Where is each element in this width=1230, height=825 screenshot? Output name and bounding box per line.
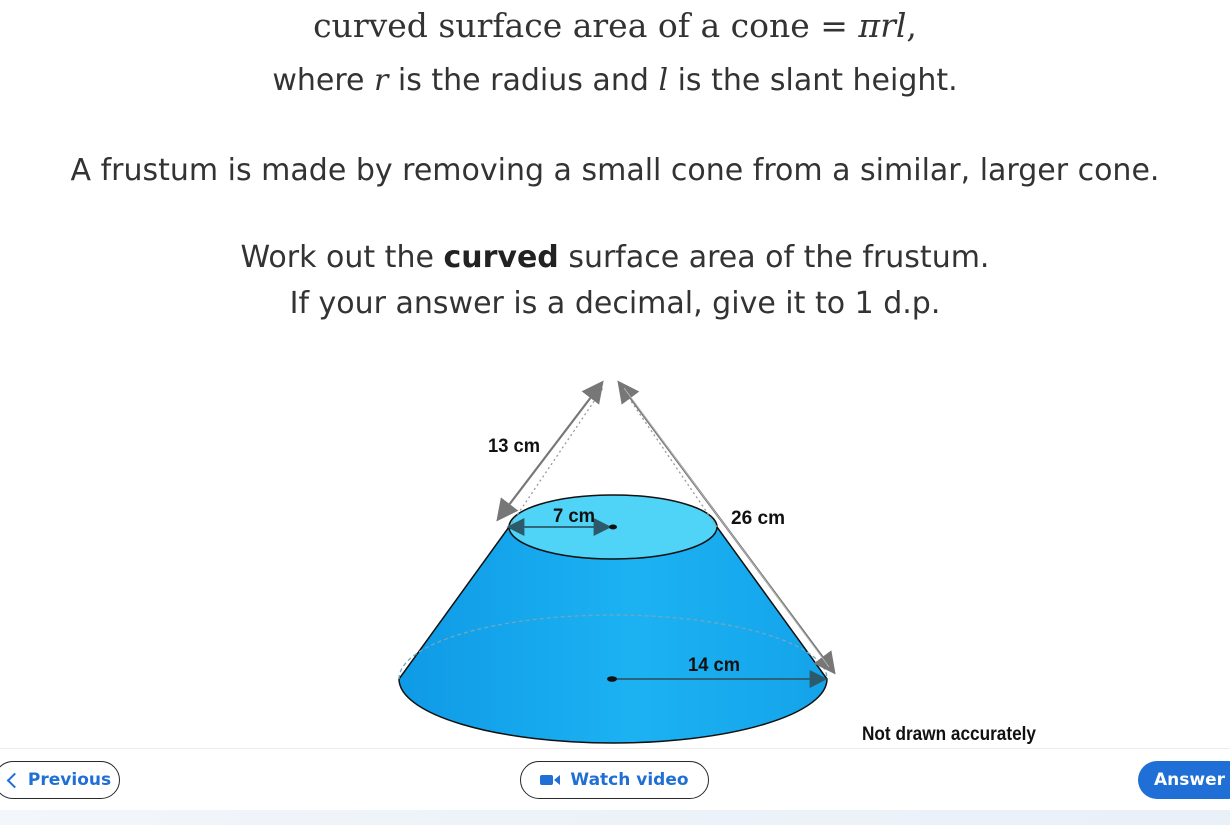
formula-prefix: curved surface area of a cone = — [313, 6, 848, 45]
label-large-slant: 26 cm — [731, 508, 785, 529]
where-line: where r is the radius and l is the slant… — [0, 63, 1230, 98]
where-mid: is the radius and — [397, 63, 649, 98]
large-center-dot — [607, 676, 617, 682]
bottom-navigation: Previous Watch video Answer — [0, 748, 1230, 811]
label-large-radius: 14 cm — [688, 655, 740, 676]
small-center-dot — [609, 524, 617, 530]
where-prefix: where — [272, 63, 365, 98]
video-camera-icon — [540, 775, 561, 785]
answer-label: Answer — [1154, 770, 1225, 790]
large-slant-arrow-inner — [623, 387, 830, 668]
footer-strip — [0, 810, 1230, 825]
decimal-instruction: If your answer is a decimal, give it to … — [289, 286, 941, 321]
where-l: l — [658, 63, 669, 98]
previous-label: Previous — [27, 770, 112, 790]
formula-line: curved surface area of a cone = πrl, — [0, 6, 1230, 45]
small-slant-arrow — [496, 380, 604, 522]
previous-button[interactable]: Previous — [0, 761, 120, 799]
frustum-description: A frustum is made by removing a small co… — [70, 153, 1160, 188]
where-suffix: is the slant height. — [677, 63, 958, 98]
not-drawn-note: Not drawn accurately — [862, 724, 1036, 745]
task-line: Work out the curved surface area of the … — [0, 240, 1230, 275]
label-small-slant: 13 cm — [488, 436, 540, 457]
watch-video-button[interactable]: Watch video — [520, 761, 709, 799]
answer-button[interactable]: Answer — [1138, 761, 1230, 799]
frustum-diagram: 13 cm 7 cm 26 cm 14 cm Not drawn accurat… — [398, 380, 1036, 745]
task-prefix: Work out the — [240, 240, 434, 275]
task-bold-word: curved — [443, 240, 559, 275]
chevron-left-icon — [6, 772, 23, 788]
where-r: r — [374, 63, 389, 98]
task-suffix: surface area of the frustum. — [568, 240, 990, 275]
formula-suffix: , — [906, 6, 917, 45]
watch-video-label: Watch video — [570, 770, 689, 790]
label-small-radius: 7 cm — [553, 506, 595, 527]
formula-math: πrl — [858, 6, 907, 45]
